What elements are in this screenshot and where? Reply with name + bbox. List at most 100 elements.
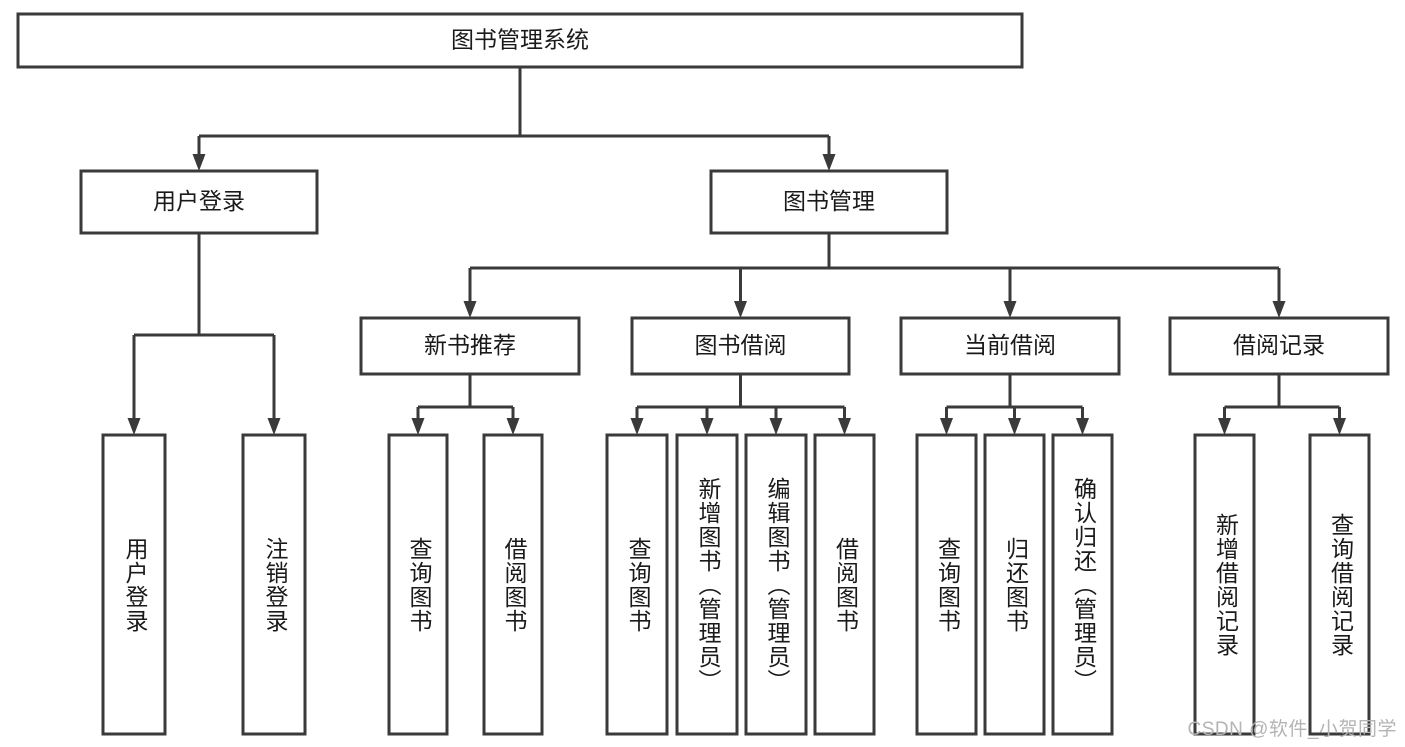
connector-group-borrowrecord-to-leaves [1218, 374, 1346, 435]
node-label-wrap-leaf-logout: 注销登录 [261, 536, 288, 633]
node-new-book-rec[interactable]: 新书推荐 [359, 316, 581, 376]
node-label-leaf-edit-book: 编辑图书（管理员） [763, 476, 790, 693]
node-label-wrap-leaf-query-book-rec: 查询图书 [405, 536, 432, 633]
connector-group-root-to-level1 [192, 67, 836, 171]
node-leaf-query-book-rec[interactable]: 查询图书 [387, 433, 449, 736]
node-user-login[interactable]: 用户登录 [79, 169, 319, 235]
node-box-leaf-borrow-book[interactable] [813, 433, 876, 736]
node-box-leaf-query-book-rec[interactable] [387, 433, 449, 736]
node-leaf-borrow-book-rec[interactable]: 借阅图书 [482, 433, 544, 736]
node-label-book-manage: 图书管理 [783, 188, 875, 214]
node-label-book-borrow: 图书借阅 [695, 332, 787, 358]
connector-arrow-icon [1272, 301, 1286, 318]
node-label-leaf-query-book-borrow: 查询图书 [624, 536, 651, 633]
node-box-leaf-add-book[interactable] [675, 433, 739, 736]
node-label-root: 图书管理系统 [451, 27, 589, 53]
node-leaf-user-login[interactable]: 用户登录 [101, 433, 167, 736]
node-book-manage[interactable]: 图书管理 [709, 169, 949, 235]
connector-arrow-icon [1003, 301, 1017, 318]
node-leaf-borrow-book[interactable]: 借阅图书 [813, 433, 876, 736]
node-label-leaf-query-book-cur: 查询图书 [934, 536, 961, 633]
node-label-leaf-return-book: 归还图书 [1002, 536, 1029, 633]
node-label-wrap-leaf-add-record: 新增借阅记录 [1212, 512, 1239, 657]
connector-arrow-icon [267, 418, 281, 435]
connector-layer [127, 67, 1346, 435]
node-label-wrap-leaf-add-book: 新增图书（管理员） [694, 476, 721, 693]
node-root[interactable]: 图书管理系统 [16, 12, 1024, 69]
node-box-new-book-rec[interactable] [359, 316, 581, 376]
node-box-leaf-borrow-book-rec[interactable] [482, 433, 544, 736]
node-label-new-book-rec: 新书推荐 [424, 332, 516, 358]
node-label-leaf-logout: 注销登录 [261, 536, 288, 633]
node-label-leaf-add-record: 新增借阅记录 [1212, 512, 1239, 657]
node-label-wrap-leaf-user-login: 用户登录 [121, 536, 148, 633]
node-label-current-borrow: 当前借阅 [964, 332, 1056, 358]
node-label-user-login: 用户登录 [153, 188, 245, 214]
connector-group-newbookrec-to-leaves [411, 374, 520, 435]
connector-arrow-icon [411, 418, 425, 435]
node-leaf-add-record[interactable]: 新增借阅记录 [1193, 433, 1256, 736]
node-label-wrap-leaf-edit-book: 编辑图书（管理员） [763, 476, 790, 693]
node-box-leaf-confirm-return[interactable] [1051, 433, 1114, 736]
connector-group-bookmanage-to-level2 [463, 233, 1286, 318]
node-leaf-edit-book[interactable]: 编辑图书（管理员） [744, 433, 808, 736]
csdn-watermark: CSDN @软件_小贺同学 [1187, 719, 1397, 740]
connector-group-userlogin-to-leaves [127, 233, 281, 435]
node-label-leaf-query-record: 查询借阅记录 [1327, 512, 1354, 657]
connector-arrow-icon [1008, 418, 1021, 435]
node-current-borrow[interactable]: 当前借阅 [899, 316, 1121, 376]
node-box-leaf-return-book[interactable] [983, 433, 1046, 736]
node-label-wrap-leaf-borrow-book-rec: 借阅图书 [500, 536, 527, 633]
node-box-root[interactable] [16, 12, 1024, 69]
node-label-leaf-user-login: 用户登录 [121, 536, 148, 633]
node-layer: 图书管理系统用户登录图书管理新书推荐图书借阅当前借阅借阅记录用户登录注销登录查询… [16, 12, 1390, 736]
node-leaf-logout[interactable]: 注销登录 [241, 433, 307, 736]
node-leaf-query-book-cur[interactable]: 查询图书 [915, 433, 978, 736]
connector-arrow-icon [1218, 418, 1231, 435]
node-borrow-record[interactable]: 借阅记录 [1168, 316, 1390, 376]
node-box-book-borrow[interactable] [630, 316, 851, 376]
node-leaf-confirm-return[interactable]: 确认归还（管理员） [1051, 433, 1114, 736]
connector-arrow-icon [1333, 418, 1346, 435]
connector-arrow-icon [700, 418, 714, 435]
node-label-wrap-leaf-return-book: 归还图书 [1002, 536, 1029, 633]
node-label-wrap-leaf-query-book-borrow: 查询图书 [624, 536, 651, 633]
node-label-wrap-leaf-query-record: 查询借阅记录 [1327, 512, 1354, 657]
node-label-leaf-confirm-return: 确认归还（管理员） [1070, 476, 1097, 693]
node-label-wrap-leaf-confirm-return: 确认归还（管理员） [1070, 476, 1097, 693]
node-box-leaf-query-book-borrow[interactable] [605, 433, 669, 736]
node-leaf-return-book[interactable]: 归还图书 [983, 433, 1046, 736]
node-box-leaf-query-book-cur[interactable] [915, 433, 978, 736]
node-label-borrow-record: 借阅记录 [1233, 332, 1325, 358]
node-label-leaf-query-book-rec: 查询图书 [405, 536, 432, 633]
node-box-leaf-logout[interactable] [241, 433, 307, 736]
connector-arrow-icon [1076, 418, 1089, 435]
node-box-leaf-query-record[interactable] [1308, 433, 1371, 736]
connector-arrow-icon [822, 154, 836, 171]
node-label-leaf-add-book: 新增图书（管理员） [694, 476, 721, 693]
node-leaf-query-book-borrow[interactable]: 查询图书 [605, 433, 669, 736]
connector-arrow-icon [506, 418, 520, 435]
node-box-current-borrow[interactable] [899, 316, 1121, 376]
node-leaf-query-record[interactable]: 查询借阅记录 [1308, 433, 1371, 736]
connector-arrow-icon [838, 418, 851, 435]
node-box-leaf-add-record[interactable] [1193, 433, 1256, 736]
node-book-borrow[interactable]: 图书借阅 [630, 316, 851, 376]
node-label-wrap-leaf-query-book-cur: 查询图书 [934, 536, 961, 633]
node-box-leaf-edit-book[interactable] [744, 433, 808, 736]
connector-arrow-icon [769, 418, 783, 435]
connector-arrow-icon [463, 301, 477, 318]
node-box-book-manage[interactable] [709, 169, 949, 235]
node-box-leaf-user-login[interactable] [101, 433, 167, 736]
connector-arrow-icon [940, 418, 953, 435]
connector-group-bookborrow-to-leaves [630, 374, 851, 435]
connector-group-currentborrow-to-leaves [940, 374, 1089, 435]
node-box-user-login[interactable] [79, 169, 319, 235]
connector-arrow-icon [734, 301, 747, 318]
node-box-borrow-record[interactable] [1168, 316, 1390, 376]
node-label-wrap-leaf-borrow-book: 借阅图书 [832, 537, 858, 633]
node-leaf-add-book[interactable]: 新增图书（管理员） [675, 433, 739, 736]
node-label-leaf-borrow-book-rec: 借阅图书 [500, 536, 527, 633]
